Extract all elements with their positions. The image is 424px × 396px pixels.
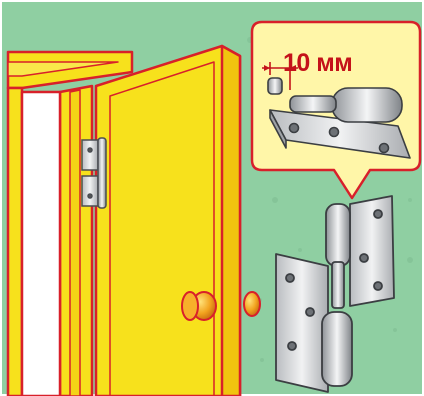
door-leaf [96, 46, 240, 396]
measurement-label: 10 мм [283, 46, 373, 80]
